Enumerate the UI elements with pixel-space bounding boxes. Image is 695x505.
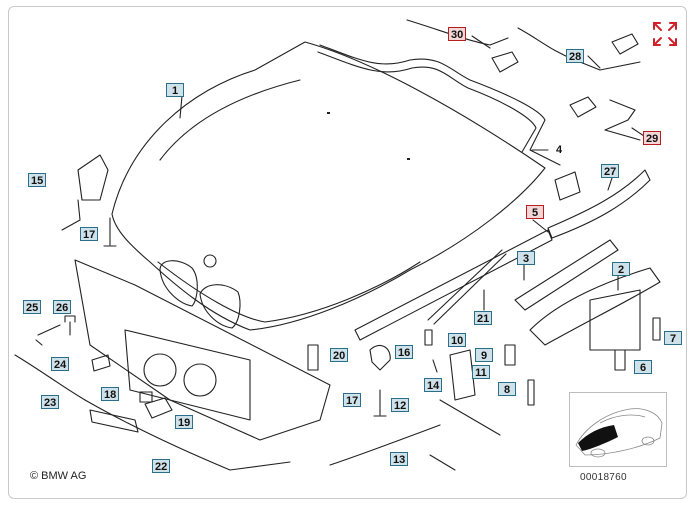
bolt-10 <box>424 329 433 346</box>
callout-4[interactable]: 4 <box>555 144 563 156</box>
bolt-9 <box>504 344 516 366</box>
gas-strut-21b <box>433 253 507 325</box>
hood-panel <box>111 41 546 331</box>
callout-2[interactable]: 2 <box>612 262 630 276</box>
highlighted-hood <box>578 425 618 451</box>
expand-arrows-icon[interactable] <box>652 21 678 47</box>
bracket-16 <box>369 345 391 371</box>
callout-30[interactable]: 30 <box>448 27 467 41</box>
hood-crease <box>159 79 301 161</box>
kidney-grille-left <box>159 260 198 307</box>
callout-5[interactable]: 5 <box>526 205 544 219</box>
release-handle <box>89 409 139 433</box>
seal-4 <box>319 44 561 166</box>
callout-11[interactable]: 11 <box>472 365 490 379</box>
clip-30 <box>491 51 519 73</box>
gas-strut-21 <box>427 249 503 321</box>
hood-emblem <box>203 254 217 268</box>
bracket-15-arm <box>61 199 81 231</box>
callout-19[interactable]: 19 <box>175 415 194 429</box>
callout-22[interactable]: 22 <box>152 459 171 473</box>
bolt-26 <box>64 315 76 336</box>
copyright-text: © BMW AG <box>30 470 87 482</box>
callout-10[interactable]: 10 <box>448 333 467 347</box>
car-silhouette-icon <box>575 408 663 458</box>
latch-19 <box>144 397 173 419</box>
hinge-plate-3 <box>514 239 619 311</box>
bolt-14 <box>432 359 438 373</box>
callout-27[interactable]: 27 <box>601 164 620 178</box>
diagram-number: 00018760 <box>580 472 627 483</box>
callout-15[interactable]: 15 <box>28 173 47 187</box>
bolt-6 <box>614 349 626 371</box>
callout-25[interactable]: 25 <box>23 300 42 314</box>
callout-16[interactable]: 16 <box>395 345 414 359</box>
hood-dimples <box>327 112 410 160</box>
callout-8[interactable]: 8 <box>498 382 516 396</box>
latch-11 <box>449 349 476 401</box>
kidney-grille-right <box>199 284 241 329</box>
bolt-17-top <box>103 217 117 247</box>
strip-27 <box>547 169 651 239</box>
callout-3[interactable]: 3 <box>517 251 535 265</box>
callout-7[interactable]: 7 <box>664 331 682 345</box>
seal-4-inner <box>317 51 537 153</box>
seal-29 <box>604 99 641 141</box>
bolt-25 <box>35 324 61 346</box>
callout-21[interactable]: 21 <box>474 311 493 325</box>
callout-26[interactable]: 26 <box>53 300 72 314</box>
callout-20[interactable]: 20 <box>330 348 349 362</box>
callout-6[interactable]: 6 <box>634 360 652 374</box>
callout-17-mid[interactable]: 17 <box>343 393 362 407</box>
bumper-5 <box>554 171 581 201</box>
radiator-support <box>74 259 331 441</box>
callout-9[interactable]: 9 <box>475 348 493 362</box>
hinge-bracket <box>589 289 641 351</box>
bolt-8 <box>527 379 535 406</box>
vehicle-location-thumbnail <box>569 392 667 467</box>
bolt-20 <box>307 344 319 371</box>
release-cable-22 <box>84 399 291 471</box>
leader-5 <box>532 219 549 233</box>
seal-5 <box>354 229 553 341</box>
headlight-cutout-left <box>143 353 177 387</box>
callout-23[interactable]: 23 <box>41 395 60 409</box>
cable-12 <box>329 424 441 466</box>
callout-18[interactable]: 18 <box>101 387 120 401</box>
bolt-7 <box>652 317 661 341</box>
leader-28 <box>587 55 601 69</box>
bracket-15 <box>77 154 109 201</box>
clip-29 <box>569 96 597 118</box>
callout-28[interactable]: 28 <box>566 49 585 63</box>
callout-29[interactable]: 29 <box>643 131 662 145</box>
hinge-2 <box>529 267 661 346</box>
leader-1 <box>179 95 183 119</box>
bolt-13 <box>429 454 456 471</box>
leader-27 <box>607 177 613 191</box>
radiator-support-inner <box>124 329 251 421</box>
callout-17-top[interactable]: 17 <box>80 227 99 241</box>
latch-rod <box>439 399 501 436</box>
leader-30 <box>471 35 491 49</box>
callout-24[interactable]: 24 <box>51 357 70 371</box>
clip-24 <box>91 354 111 372</box>
headlight-cutout-right <box>183 363 217 397</box>
release-cable-23 <box>14 354 86 401</box>
callout-14[interactable]: 14 <box>424 378 443 392</box>
bolt-17-mid <box>373 389 387 417</box>
callout-1[interactable]: 1 <box>166 83 184 97</box>
callout-13[interactable]: 13 <box>390 452 409 466</box>
callout-12[interactable]: 12 <box>391 398 410 412</box>
clip-28 <box>611 33 639 55</box>
